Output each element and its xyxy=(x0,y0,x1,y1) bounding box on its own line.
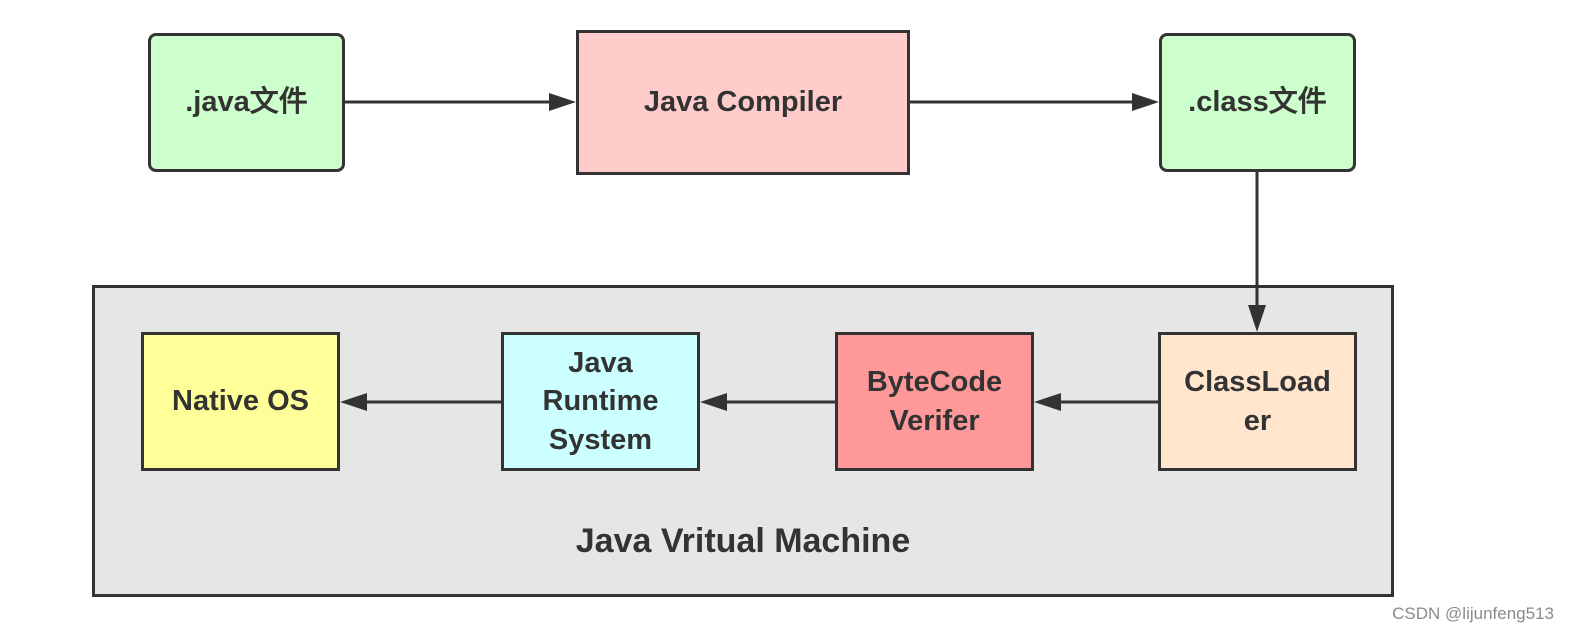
node-classloader-label: ClassLoad er xyxy=(1184,366,1331,437)
edge-verifier-to-runtime-arrowhead xyxy=(700,393,727,411)
node-classloader: ClassLoad er xyxy=(1158,332,1357,471)
edge-class-to-classloader-arrowhead xyxy=(1248,305,1266,332)
node-java-file-label: .java文件 xyxy=(185,86,308,119)
jvm-container-label: Java Vritual Machine xyxy=(575,522,911,560)
edge-runtime-to-native-os-arrowhead xyxy=(340,393,367,411)
watermark: CSDN @lijunfeng513 xyxy=(1392,604,1554,623)
node-java-runtime-system: Java Runtime System xyxy=(501,332,700,471)
node-bytecode-verifier: ByteCode Verifer xyxy=(835,332,1034,471)
edge-compiler-to-class-arrowhead xyxy=(1132,93,1159,111)
edge-java-to-compiler-arrowhead xyxy=(549,93,576,111)
node-java-compiler-label: Java Compiler xyxy=(643,86,843,119)
node-java-runtime-system-label: Java Runtime System xyxy=(542,347,659,456)
node-class-file-label: .class文件 xyxy=(1188,86,1327,119)
node-bytecode-verifier-label: ByteCode Verifer xyxy=(866,366,1003,437)
node-java-file: .java文件 xyxy=(148,33,345,172)
node-native-os-label: Native OS xyxy=(172,385,309,418)
node-java-compiler: Java Compiler xyxy=(576,30,910,175)
edge-classloader-to-verifier-arrowhead xyxy=(1034,393,1061,411)
node-class-file: .class文件 xyxy=(1159,33,1356,172)
node-native-os: Native OS xyxy=(141,332,340,471)
